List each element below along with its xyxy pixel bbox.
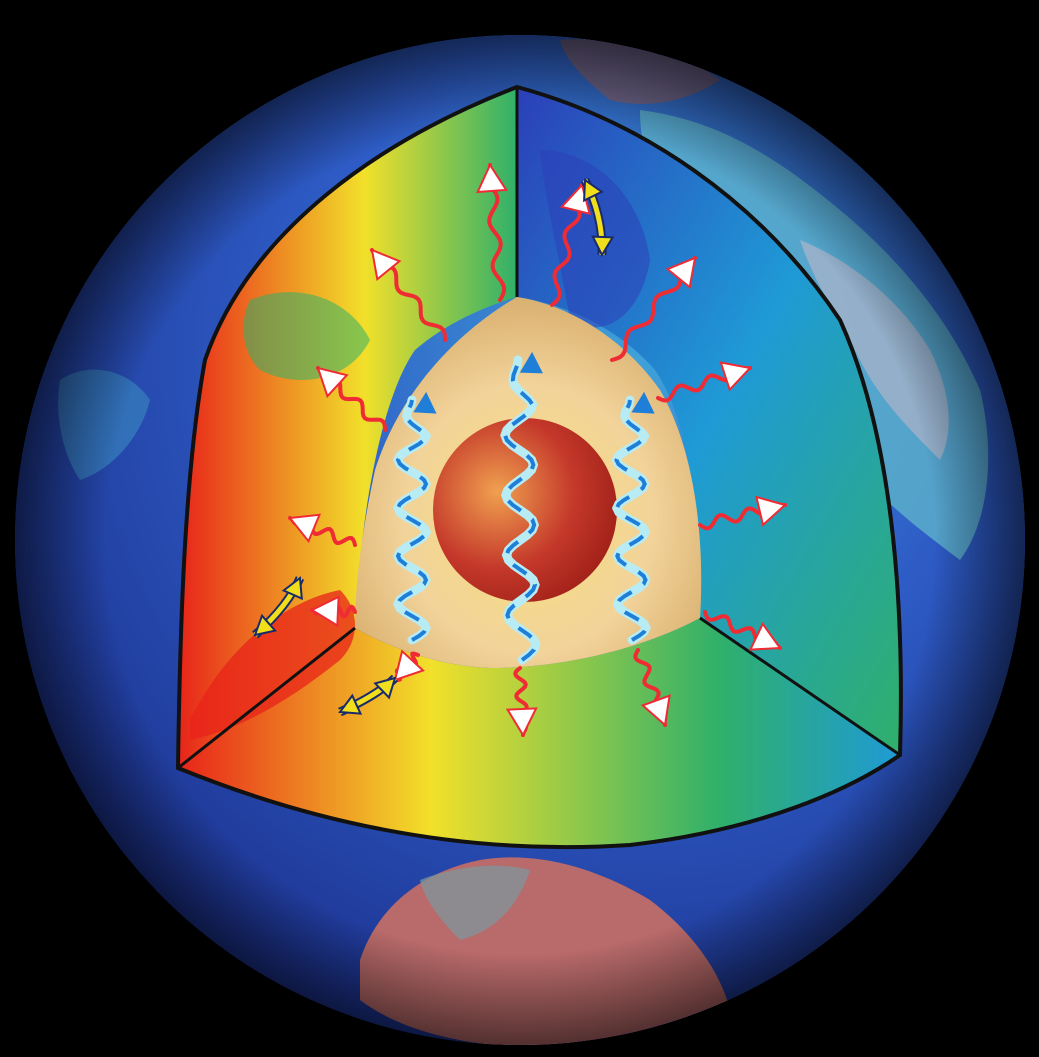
heat-arrow-icon [505,666,538,738]
heat-arrow-icon [698,495,788,531]
mantle-hot-region [190,590,355,740]
core-wave-arrow-icon [611,391,655,645]
mantle-face-left [178,87,517,768]
convection-arrow-icon [580,178,615,258]
cutaway-edge-right [699,616,901,757]
heat-arrow-icon [476,162,508,302]
convection-arrow-icon [252,576,305,639]
core-heat-arrows [393,351,655,665]
heat-arrow-icon [309,595,357,628]
heat-arrow-icon [288,513,357,547]
heat-flow-arrows [288,162,788,738]
convection-arrows [252,178,615,717]
heat-arrow-icon [610,256,697,362]
core-wave-arrow-icon [393,391,437,645]
heat-arrow-icon [316,366,387,432]
heat-arrow-icon [656,361,752,403]
mantle-green-patch [243,292,370,380]
heat-arrow-icon [633,648,671,727]
core-wave-arrow-icon [500,351,543,665]
convection-arrow-icon [338,674,399,717]
heat-arrow-icon [393,649,426,682]
heat-arrow-icon [370,248,447,342]
cutaway-edge-left [177,626,356,770]
mantle-cutaway [175,84,903,850]
cutaway-outline [175,84,903,850]
heat-arrow-icon [703,610,782,651]
mantle-face-bottom [178,618,900,848]
heat-arrow-icon [550,182,591,307]
